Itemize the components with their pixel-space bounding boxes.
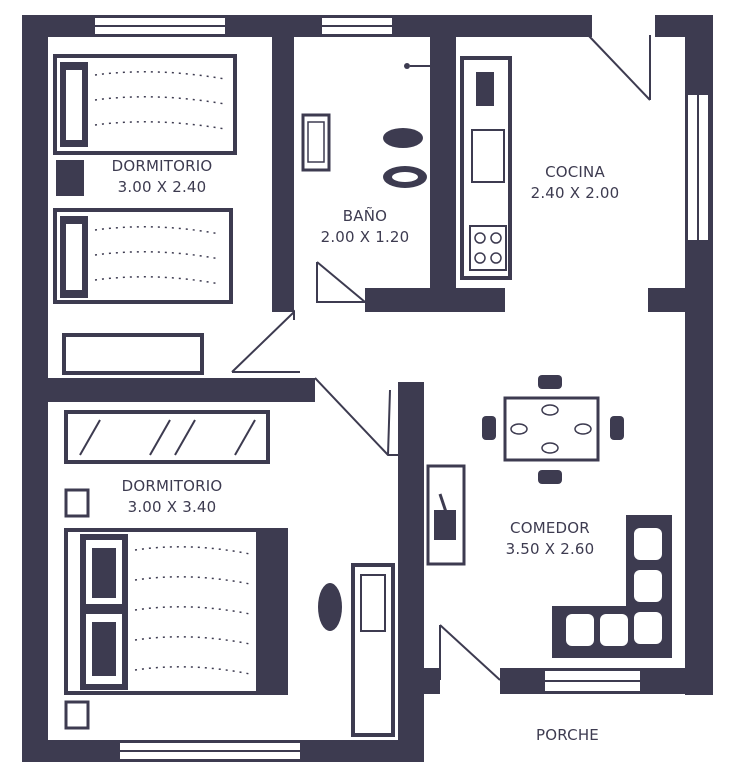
room-size: 2.00 X 1.20 (320, 228, 410, 246)
room-name: COMEDOR (510, 519, 590, 537)
room-label-comedor: COMEDOR 3.50 X 2.60 (480, 518, 620, 560)
room-label-cocina: COCINA 2.40 X 2.00 (510, 162, 640, 204)
bed-top-1 (53, 54, 237, 155)
room-size: 3.50 X 2.60 (505, 540, 595, 558)
room-name: DORMITORIO (121, 477, 223, 495)
doors (231, 34, 651, 681)
bath-fixtures (301, 63, 430, 188)
walls (22, 15, 713, 762)
nightstand (56, 160, 84, 196)
wardrobe-bottom (64, 410, 270, 464)
porche-label: PORCHE (510, 725, 625, 746)
room-size: 3.00 X 3.40 (127, 498, 217, 516)
double-bed (64, 528, 288, 695)
room-label-dormitorio-top: DORMITORIO 3.00 X 2.40 (82, 156, 242, 198)
double-bed-pattern (134, 546, 251, 675)
nightstand-left-top (64, 488, 90, 518)
room-name: COCINA (545, 163, 605, 181)
room-name: DORMITORIO (111, 157, 213, 175)
room-size: 3.00 X 2.40 (117, 178, 207, 196)
dining-table (482, 375, 624, 484)
windows (95, 18, 708, 759)
porche-name: PORCHE (536, 726, 599, 744)
sofa (552, 515, 672, 658)
nightstand-left-bottom (64, 700, 90, 730)
bed-top-2 (53, 208, 233, 304)
room-size: 2.40 X 2.00 (530, 184, 620, 202)
rug (318, 583, 342, 631)
kitchen-counter (460, 56, 512, 280)
room-label-dormitorio-bottom: DORMITORIO 3.00 X 3.40 (92, 476, 252, 518)
room-name: BAÑO (342, 207, 388, 225)
room-label-bano: BAÑO 2.00 X 1.20 (300, 206, 430, 248)
wardrobe-top (62, 333, 204, 375)
desk (351, 563, 395, 737)
sideboard (426, 464, 466, 566)
